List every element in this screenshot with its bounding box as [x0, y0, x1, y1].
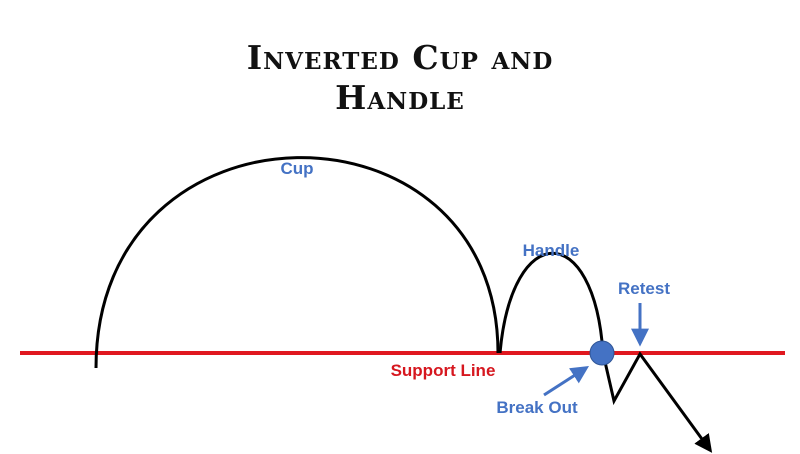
- title-line-2: Handle: [335, 78, 465, 117]
- cup-curve: [94, 156, 500, 369]
- handle-label: Handle: [523, 241, 580, 260]
- diagram-title: Inverted Cup and Handle: [0, 38, 800, 118]
- support-line-label: Support Line: [391, 361, 496, 380]
- retest-label: Retest: [618, 279, 670, 298]
- title-line-1: Inverted Cup and: [246, 38, 554, 77]
- breakout-point: [589, 340, 615, 366]
- breakout-arrow: [543, 366, 590, 397]
- cup-label: Cup: [280, 159, 313, 178]
- handle-curve: [498, 252, 605, 354]
- break-out-label: Break Out: [496, 398, 578, 417]
- retest-path: [601, 351, 713, 453]
